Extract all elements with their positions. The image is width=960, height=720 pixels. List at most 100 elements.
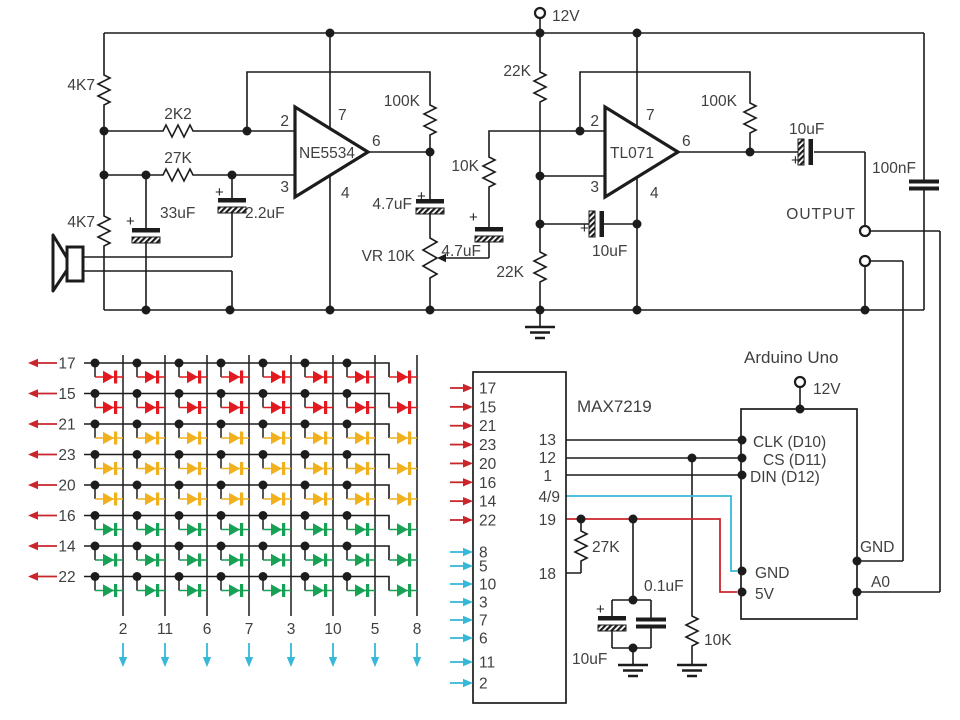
led-cathode-bar <box>156 401 160 414</box>
matrix-col-pin-label: 6 <box>203 621 212 638</box>
cfilter2-plus: + <box>596 601 605 618</box>
led-icon <box>229 584 240 597</box>
max-pin18: 18 <box>539 566 556 583</box>
resistor-10k-input <box>482 152 496 192</box>
cap-10uf-filter <box>597 615 627 632</box>
led-cathode-bar <box>282 462 286 475</box>
r2-label: 2K2 <box>164 106 192 123</box>
c3-label: 4.7uF <box>372 196 412 213</box>
led-cathode-bar <box>282 431 286 445</box>
led-cathode-bar <box>366 492 370 506</box>
c7-label: 100nF <box>872 160 916 177</box>
c2-label: 2.2uF <box>245 205 285 222</box>
matrix-col-arrowhead-icon <box>244 657 254 667</box>
led-cathode-bar <box>240 553 244 567</box>
matrix-col-arrowhead-icon <box>118 657 128 667</box>
c4-label: 4.7uF <box>441 243 481 260</box>
driver-row-arrowhead-icon <box>463 421 473 430</box>
resistor-100k-tl071 <box>743 98 757 138</box>
led-cathode-bar <box>198 431 202 445</box>
ic1-pin4: 4 <box>341 185 350 202</box>
matrix-row-line <box>84 514 390 530</box>
led-icon <box>229 370 240 384</box>
cfilter2-label: 10uF <box>572 651 607 668</box>
led-cathode-bar <box>240 431 244 445</box>
matrix-row-line <box>84 453 390 469</box>
terminal-arduino-12v <box>793 375 807 389</box>
led-icon <box>187 401 198 414</box>
matrix-col-arrowhead-icon <box>202 657 212 667</box>
led-icon <box>271 401 282 414</box>
resistor-2k2 <box>158 124 198 138</box>
matrix-row-pin-label: 17 <box>58 356 75 373</box>
led-icon <box>229 553 240 567</box>
matrix-row-pin-label: 21 <box>58 417 75 434</box>
led-icon <box>313 370 324 384</box>
led-icon <box>229 523 240 536</box>
opamp-tl071 <box>603 104 682 200</box>
arduino-gnd-right-label: GND <box>860 539 894 556</box>
led-cathode-bar <box>198 370 202 384</box>
terminal-output-ground <box>858 254 872 268</box>
led-cathode-bar <box>156 462 160 475</box>
ic1-pin3: 3 <box>280 179 289 196</box>
led-icon <box>355 584 366 597</box>
led-cathode-bar <box>282 553 286 567</box>
driver-row-pin-label: 17 <box>479 381 496 398</box>
c1-plus: + <box>126 213 135 230</box>
led-cathode-bar <box>324 553 328 567</box>
led-cathode-bar <box>324 462 328 475</box>
wire-5v-red <box>566 518 737 593</box>
cap-0_1uf <box>636 617 666 629</box>
led-cathode-bar <box>156 523 160 536</box>
led-icon <box>271 431 282 445</box>
iset-column <box>566 519 582 574</box>
led-cathode-bar <box>324 431 328 445</box>
led-cathode-bar <box>114 492 118 506</box>
led-icon <box>103 370 114 384</box>
led-icon <box>313 553 324 567</box>
driver-row-pin-label: 22 <box>479 512 496 529</box>
ic1-pin7: 7 <box>338 107 347 124</box>
matrix-col-arrowhead-icon <box>160 657 170 667</box>
arduino-5v-label: 5V <box>755 586 775 603</box>
riset-label: 27K <box>592 539 620 556</box>
ic2-label: TL071 <box>610 145 654 162</box>
led-icon <box>355 492 366 506</box>
led-icon <box>313 431 324 445</box>
led-icon <box>271 584 282 597</box>
ic2-pin4: 4 <box>650 185 659 202</box>
cap-33uf <box>131 227 161 244</box>
driver-row-arrowhead-icon <box>463 440 473 449</box>
matrix-row-pin-label: 23 <box>58 447 75 464</box>
led-icon <box>103 462 114 475</box>
amplifier-wires <box>83 18 941 593</box>
led-icon <box>145 523 156 536</box>
matrix-row-arrowhead-icon <box>28 450 38 459</box>
led-cathode-bar <box>408 523 412 536</box>
vr-label: VR 10K <box>362 248 416 265</box>
led-icon <box>145 584 156 597</box>
cap-4_7uf-b <box>474 226 504 243</box>
matrix-row-arrowhead-icon <box>28 419 38 429</box>
led-cathode-bar <box>114 553 118 567</box>
driver-row-pin-label: 21 <box>479 418 496 435</box>
arduino-cs-label: CS (D11) <box>763 452 826 469</box>
output-label: OUTPUT <box>786 206 856 223</box>
c4-r6-column <box>488 130 605 227</box>
driver-row-arrowhead-icon <box>463 478 473 487</box>
led-icon <box>313 401 324 414</box>
led-cathode-bar <box>198 492 202 506</box>
led-cathode-bar <box>240 584 244 597</box>
led-cathode-bar <box>324 523 328 536</box>
cfilter1-label: 0.1uF <box>644 578 684 595</box>
terminal-output-signal <box>858 224 872 238</box>
terminal-12v-supply <box>533 6 547 20</box>
max-pin13: 13 <box>539 432 556 449</box>
matrix-row-pin-label: 14 <box>58 539 76 556</box>
matrix-col-pin-label: 3 <box>287 621 296 638</box>
led-icon <box>271 553 282 567</box>
led-icon <box>313 462 324 475</box>
led-cathode-bar <box>240 492 244 506</box>
